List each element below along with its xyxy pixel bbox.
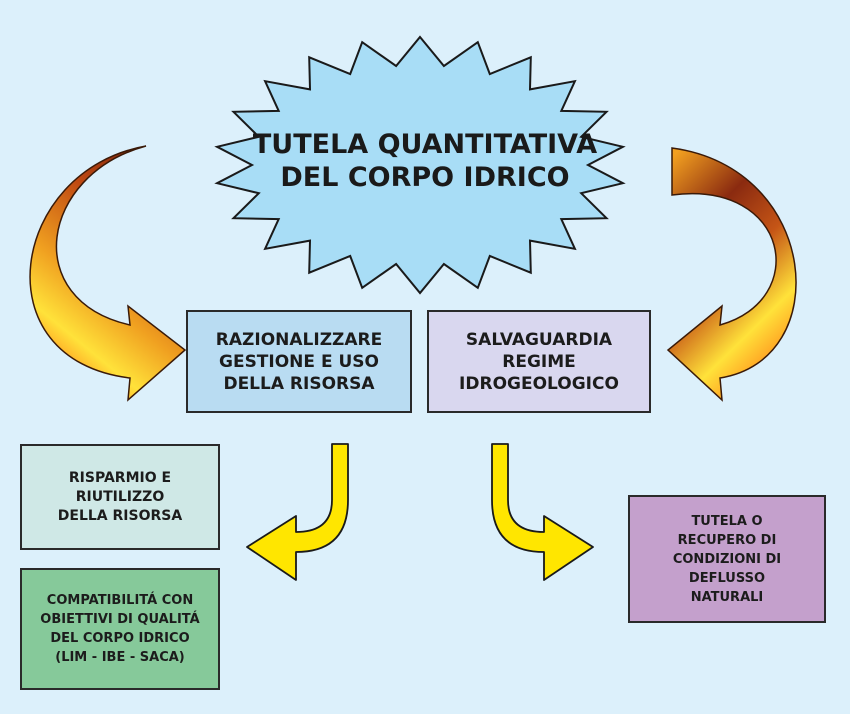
starburst-shape: [214, 35, 626, 295]
hook-arrow-right: [491, 443, 594, 581]
hook-arrow-left: [246, 443, 349, 581]
curved-arrow-left: [29, 145, 187, 402]
curved-arrow-right: [666, 147, 797, 402]
box-razionalizzare: RAZIONALIZZARE GESTIONE E USO DELLA RISO…: [186, 310, 412, 413]
main-title: TUTELA QUANTITATIVA DEL CORPO IDRICO: [252, 129, 598, 193]
box-tutela-recupero: TUTELA O RECUPERO DI CONDIZIONI DI DEFLU…: [628, 495, 826, 623]
box-compatibilita: COMPATIBILITÁ CON OBIETTIVI DI QUALITÁ D…: [20, 568, 220, 690]
box-salvaguardia: SALVAGUARDIA REGIME IDROGEOLOGICO: [427, 310, 651, 413]
box-risparmio: RISPARMIO E RIUTILIZZO DELLA RISORSA: [20, 444, 220, 550]
